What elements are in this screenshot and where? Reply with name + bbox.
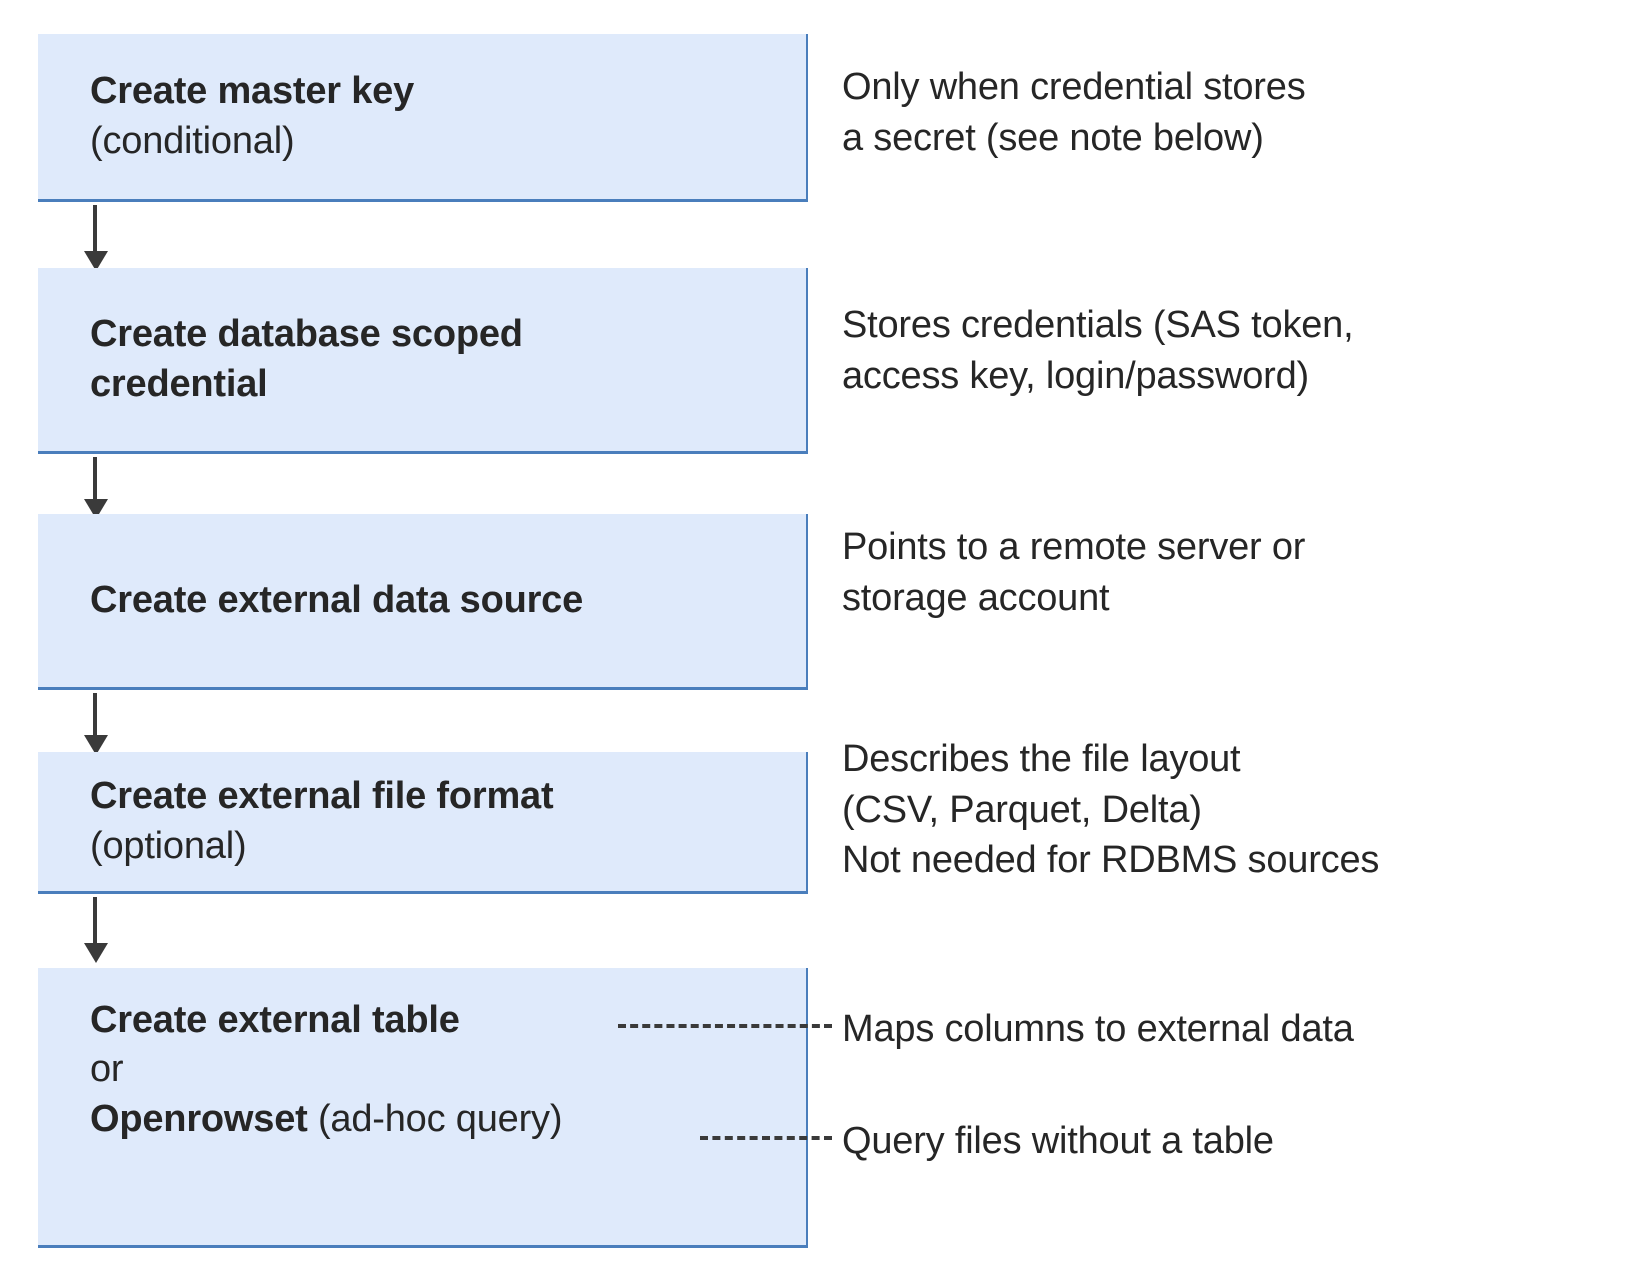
note-create-external-file-format: Describes the file layout (CSV, Parquet,…	[842, 734, 1379, 886]
flow-step-openrowset-qualifier: (ad-hoc query)	[307, 1097, 563, 1140]
flow-step-title: Create database scoped	[90, 313, 523, 356]
flow-step-subtitle: (optional)	[90, 824, 247, 867]
flow-arrow-down-icon	[84, 693, 108, 755]
flow-step-openrowset-keyword: Openrowset	[90, 1097, 308, 1140]
flow-step-openrowset-label: Openrowset (ad-hoc query)	[90, 1095, 796, 1144]
flow-step-create-master-key: Create master key (conditional)	[38, 34, 808, 202]
note-line: Not needed for RDBMS sources	[842, 839, 1380, 882]
flow-step-title: Create external file format	[90, 775, 554, 818]
note-line: Maps columns to external data	[842, 1008, 1354, 1050]
flow-step-title: Create master key	[90, 70, 415, 113]
note-line: access key, login/password)	[842, 354, 1309, 397]
note-create-external-data-source: Points to a remote server or storage acc…	[842, 522, 1305, 623]
flow-arrow-down-icon	[84, 897, 108, 963]
flow-step-title: Create external table	[90, 999, 460, 1041]
flow-step-create-external-file-format: Create external file format (optional)	[38, 752, 808, 894]
note-line: Describes the file layout	[842, 738, 1241, 780]
dashed-leader-external-table	[618, 1024, 832, 1028]
flow-step-subtitle: (conditional)	[90, 119, 295, 162]
note-create-database-scoped-credential: Stores credentials (SAS token, access ke…	[842, 300, 1354, 401]
flow-arrow-down-icon	[84, 457, 108, 519]
note-line: Only when credential stores	[842, 66, 1306, 108]
flow-arrow-down-icon	[84, 205, 108, 271]
flow-step-create-database-scoped-credential: Create database scoped credential	[38, 268, 808, 454]
note-create-external-table: Maps columns to external data	[842, 1004, 1354, 1055]
flow-step-or-label: or	[90, 1048, 124, 1091]
note-line: a secret (see note below)	[842, 116, 1264, 159]
note-line: Stores credentials (SAS token,	[842, 304, 1354, 346]
flow-step-title: Create external data source	[90, 578, 584, 621]
dashed-leader-openrowset	[700, 1136, 832, 1140]
flow-step-create-external-data-source: Create external data source	[38, 514, 808, 690]
note-line: storage account	[842, 576, 1110, 619]
note-openrowset: Query files without a table	[842, 1116, 1274, 1167]
note-create-master-key: Only when credential stores a secret (se…	[842, 62, 1306, 163]
note-line: (CSV, Parquet, Delta)	[842, 788, 1202, 831]
note-line: Query files without a table	[842, 1120, 1274, 1162]
flow-step-title-cont: credential	[90, 362, 268, 405]
flow-step-create-external-table-or-openrowset: Create external table or Openrowset (ad-…	[38, 968, 808, 1248]
note-line: Points to a remote server or	[842, 526, 1306, 568]
